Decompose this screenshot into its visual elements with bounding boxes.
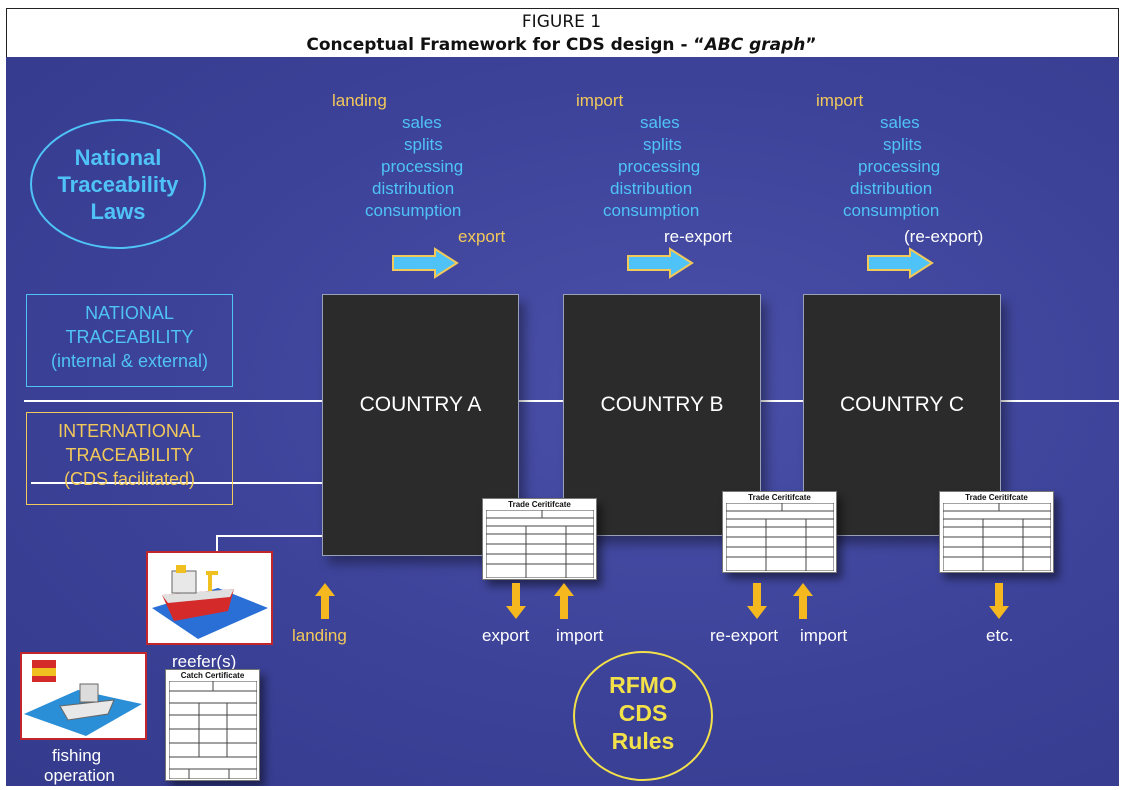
stage-a-step: distribution [372,179,455,198]
country-b-box: COUNTRY B [563,294,761,536]
import-b-up-arrow-icon [554,583,574,619]
reefer-connector-line [216,535,322,537]
trade-certificate-b: Trade Ceritifcate [722,491,837,573]
figure-label: FIGURE 1 [521,12,602,32]
stage-a-start: landing [332,91,387,110]
stage-c-start: import [816,91,864,110]
stage-b-start: import [576,91,624,110]
rfmo-cds-rules-ellipse: RFMO CDS Rules [573,651,713,781]
reefer-picture [146,551,273,645]
certificate-grid-icon [486,510,594,578]
catch-certificate: Catch Certificate [165,669,260,781]
figure-title: Conceptual Framework for CDS design - “A… [306,35,817,55]
stage-a-step: splits [404,135,443,154]
stage-b-step: processing [618,157,701,176]
international-traceability-line3: (CDS facilitated) [63,469,196,489]
international-traceability-line2: TRACEABILITY [65,445,194,465]
rfmo-line3: Rules [611,728,675,754]
national-traceability-box: NATIONAL TRACEABILITY (internal & extern… [26,294,233,387]
stage-b-step: splits [643,135,682,154]
national-traceability-line3: (internal & external) [50,351,209,371]
re-export-down-arrow-icon [747,583,767,619]
trade-certificate-title: Trade Ceritifcate [508,500,571,509]
fishing-picture [20,652,147,740]
import-c-label: import [800,626,848,645]
diagram-panel: National Traceability Laws NATIONAL TRAC… [6,57,1119,786]
reefer-label: reefer(s) [172,652,237,671]
etc-down-arrow-icon [989,583,1009,619]
international-traceability-box: INTERNATIONAL TRACEABILITY (CDS facilita… [26,412,233,505]
rfmo-line2: CDS [618,700,668,726]
landing-label: landing [292,626,347,645]
certificate-grid-icon [726,503,834,571]
national-laws-line2: Traceability [57,172,179,197]
fishing-label-line2: operation [44,766,115,785]
stage-c-step: distribution [850,179,933,198]
trade-certificate-a: Trade Ceritifcate [482,498,597,580]
fishing-boat-icon [24,660,142,736]
stage-a-step: processing [381,157,464,176]
reefer-connector-vertical [216,535,218,557]
country-a-label: COUNTRY A [359,393,482,416]
export-down-arrow-icon [506,583,526,619]
country-c-label: COUNTRY C [839,393,965,416]
stage-b-end: re-export [664,227,733,246]
national-traceability-line1: NATIONAL [85,303,174,323]
country-b-label: COUNTRY B [600,393,724,416]
catch-certificate-title: Catch Certificate [180,671,245,680]
import-b-label: import [556,626,604,645]
stage-b-step: consumption [603,201,700,220]
landing-up-arrow-icon [315,583,335,619]
national-traceability-laws-ellipse: National Traceability Laws [30,119,206,249]
catch-certificate-grid-icon [169,681,257,779]
stage-c-step: processing [858,157,941,176]
national-laws-line1: National [74,145,162,170]
national-traceability-line2: TRACEABILITY [65,327,194,347]
stage-c-step: splits [883,135,922,154]
national-laws-line3: Laws [90,199,146,224]
etc-label: etc. [986,626,1014,645]
international-connector-line [31,482,322,484]
stage-a-step: sales [402,113,442,132]
stage-c-end: (re-export) [904,227,984,246]
trade-certificate-title: Trade Ceritifcate [965,493,1028,502]
certificate-grid-icon [943,503,1051,571]
stage-b-step: sales [640,113,680,132]
international-traceability-line1: INTERNATIONAL [58,421,201,441]
trade-certificate-title: Trade Ceritifcate [748,493,811,502]
rfmo-line1: RFMO [609,672,677,698]
trade-certificate-c: Trade Ceritifcate [939,491,1054,573]
import-c-up-arrow-icon [793,583,813,619]
stage-c-step: sales [880,113,920,132]
reefer-ship-icon [152,565,268,639]
flow-arrow-c-icon [867,247,934,279]
stage-c-step: consumption [843,201,940,220]
flow-arrow-b-icon [627,247,694,279]
re-export-label: re-export [710,626,779,645]
stage-a-step: consumption [365,201,462,220]
stage-b-step: distribution [610,179,693,198]
flow-arrow-a-icon [392,247,459,279]
export-label: export [482,626,530,645]
stage-a-end: export [458,227,506,246]
fishing-label-line1: fishing [52,746,102,765]
